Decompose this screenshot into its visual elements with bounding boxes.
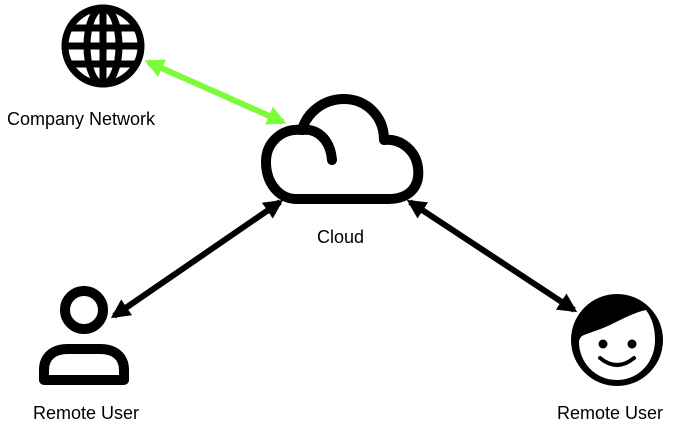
remote-user-right-label: Remote User xyxy=(557,403,664,423)
company-network-label: Company Network xyxy=(7,109,156,129)
remote-user-left-label: Remote User xyxy=(33,403,140,423)
globe-icon xyxy=(61,4,145,88)
edge-cloud-remote-left xyxy=(110,199,284,319)
edge-cloud-remote-right xyxy=(406,199,578,313)
cloud-icon xyxy=(261,94,424,204)
cloud-label: Cloud xyxy=(317,227,365,247)
edge-company-cloud xyxy=(144,59,287,125)
user-icon xyxy=(39,286,129,385)
face-icon xyxy=(571,294,663,386)
